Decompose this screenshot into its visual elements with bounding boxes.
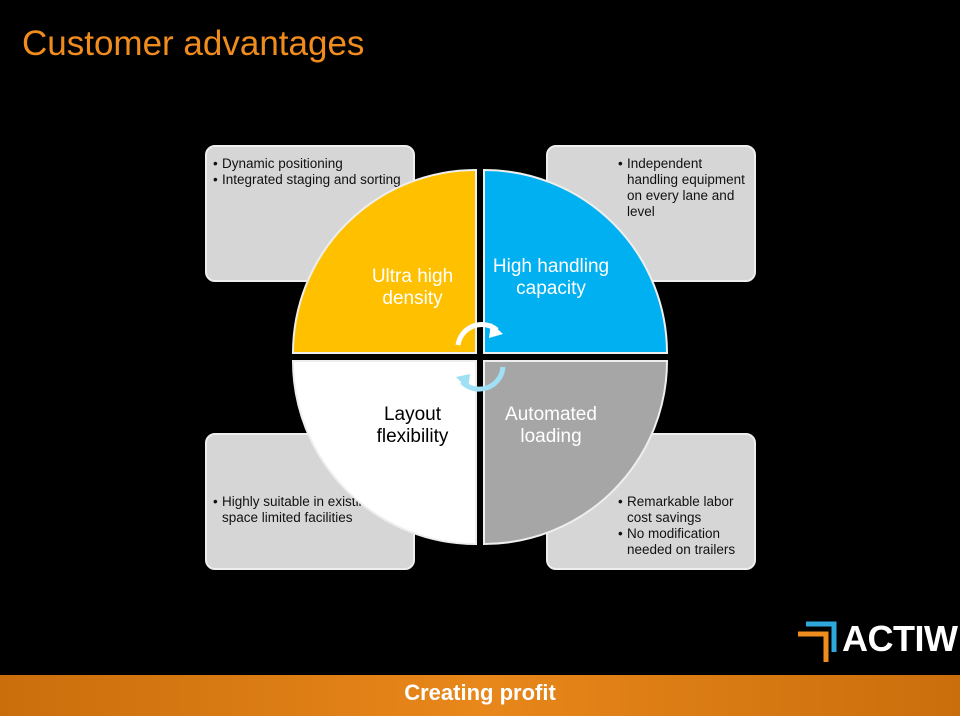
quadrant-label-ultra-high-density: Ultra high density: [371, 266, 454, 309]
cycle-arrows-icon: [455, 322, 506, 392]
quadrant-top-left: [291, 168, 477, 354]
benefit-item: No modification needed on trailers: [618, 526, 754, 558]
quadrant-label-automated-loading: Automated loading: [505, 404, 597, 447]
quadrant-label-layout-flexibility: Layout flexibility: [376, 404, 449, 447]
logo-text: ACTIW: [842, 618, 958, 659]
logo-mark-icon: [798, 621, 837, 662]
slide-title: Customer advantages: [22, 24, 365, 63]
quadrant-bottom-right: [483, 360, 669, 546]
benefit-item: Dynamic positioning: [213, 156, 413, 172]
benefit-item: Independent handling equipment on every …: [618, 156, 754, 220]
benefit-item: Integrated staging and sorting: [213, 172, 413, 188]
actiw-logo: ACTIW: [796, 618, 958, 662]
quadrant-bottom-left: [291, 360, 477, 546]
footer-bar: Creating profit: [0, 675, 960, 716]
quadrant-top-right: [483, 168, 669, 354]
benefit-item: Remarkable labor cost savings: [618, 494, 754, 526]
footer-tagline: Creating profit: [404, 680, 556, 705]
benefit-item: Highly suitable in existing or space lim…: [213, 494, 413, 526]
quadrant-label-high-handling-capacity: High handling capacity: [492, 256, 610, 299]
